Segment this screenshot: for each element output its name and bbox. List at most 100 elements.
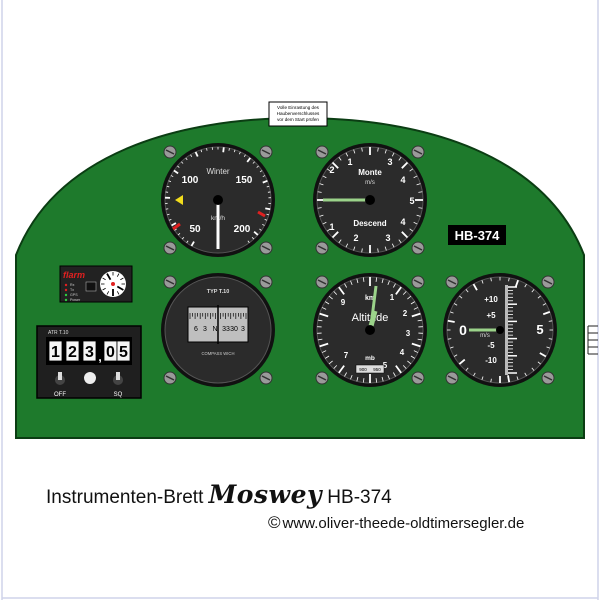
- tick-mark: [537, 295, 541, 299]
- vario-right-tick-minus10: -10: [485, 356, 497, 365]
- screw: [411, 145, 425, 159]
- tick-mark: [384, 149, 387, 154]
- tick-mark: [328, 360, 333, 365]
- tick-mark: [490, 378, 492, 383]
- airspeed-ticks: [165, 147, 271, 247]
- radio-digit: 5: [116, 340, 131, 362]
- tick-mark: [387, 280, 390, 286]
- svg-text:3: 3: [85, 344, 94, 361]
- tick-mark: [450, 311, 454, 314]
- tick-mark: [344, 283, 347, 288]
- tick-mark: [190, 154, 193, 158]
- tick-mark: [398, 239, 402, 244]
- tick-mark: [325, 355, 330, 359]
- tick-mark: [548, 338, 553, 340]
- tick-mark: [361, 248, 363, 253]
- screw: [259, 241, 273, 255]
- vario-top-label-descend: Descend: [353, 219, 386, 228]
- vario-right-tick-plus5: +5: [486, 311, 496, 320]
- tick-mark: [407, 295, 412, 300]
- airspeed-tick-150: 150: [236, 175, 253, 186]
- tick-mark: [166, 185, 170, 188]
- tick-mark: [116, 285, 124, 291]
- mounting-screws: [163, 145, 555, 385]
- radio-switch-sq: SQ: [114, 392, 123, 398]
- tick-mark: [228, 148, 230, 151]
- tick-mark: [409, 228, 414, 232]
- tick-mark: [328, 295, 333, 300]
- tick-mark: [398, 156, 402, 161]
- flarm-rose: [101, 272, 125, 296]
- tick-mark: [326, 168, 331, 172]
- registration-text: HB-374: [455, 228, 501, 243]
- airspeed-tick-50: 50: [189, 224, 201, 235]
- tick-mark: [333, 291, 338, 295]
- tick-mark: [259, 228, 262, 231]
- copyright-url[interactable]: www.oliver-theede-oldtimersegler.de: [282, 515, 525, 532]
- flarm-led-tx: Tx: [70, 288, 74, 292]
- flarm-unit: flarm Rx Tx GPS Power: [59, 265, 133, 303]
- tick-mark: [350, 280, 353, 286]
- tick-mark: [181, 236, 185, 240]
- vario-top-tick-3b: 3: [385, 233, 390, 243]
- tick-mark: [546, 346, 550, 349]
- altimeter-num-5: 5: [383, 361, 388, 370]
- tick-mark: [481, 280, 484, 284]
- tick-mark: [200, 149, 203, 153]
- tick-mark: [542, 311, 551, 316]
- tick-mark: [190, 241, 195, 247]
- hinge-marks: [587, 325, 598, 355]
- tick-mark: [473, 372, 476, 377]
- tick-mark: [256, 165, 259, 168]
- tick-mark: [102, 287, 106, 291]
- tick-mark: [106, 273, 112, 281]
- tick-mark: [531, 367, 535, 371]
- tick-mark: [514, 279, 519, 288]
- screw: [163, 241, 177, 255]
- tick-mark: [548, 320, 553, 322]
- tick-mark: [450, 346, 454, 349]
- screw: [259, 145, 273, 159]
- altimeter-num-4: 4: [400, 348, 405, 357]
- tick-mark: [531, 289, 535, 293]
- tick-mark: [102, 277, 106, 281]
- altimeter-num-7: 7: [344, 351, 349, 360]
- screw: [315, 371, 329, 385]
- tick-mark: [233, 149, 236, 153]
- tick-mark: [402, 365, 407, 369]
- copyright-symbol: ©: [268, 513, 281, 532]
- tick-mark: [377, 248, 379, 253]
- airspeed-red-low: [172, 222, 181, 231]
- tick-mark: [317, 319, 323, 322]
- compass-scale-N: N: [212, 326, 217, 333]
- vario-top-tick-2a: 2: [329, 165, 334, 175]
- vario-top-tick-1b: 1: [329, 222, 334, 232]
- screw: [163, 145, 177, 159]
- screw: [315, 275, 329, 289]
- tick-mark: [524, 372, 527, 377]
- vario-right-scale-ticks: [508, 286, 517, 374]
- tick-mark: [362, 277, 365, 282]
- tick-mark: [393, 372, 396, 377]
- vario-top: Monte m/s Descend 1 2 3 4 5 4 3 2 1: [313, 143, 427, 257]
- tick-mark: [331, 161, 339, 169]
- tick-mark: [168, 218, 172, 221]
- tick-mark: [481, 376, 484, 380]
- tick-mark: [418, 207, 423, 209]
- tick-mark: [321, 350, 327, 353]
- compass-scale-3: 3: [203, 326, 207, 333]
- tick-mark: [391, 243, 395, 248]
- vario-right-tick-minus5: -5: [487, 341, 495, 350]
- screw: [315, 241, 329, 255]
- tick-mark: [252, 161, 255, 164]
- flarm-led-gps: GPS: [70, 293, 78, 297]
- tick-mark: [507, 375, 511, 383]
- tick-mark: [393, 283, 396, 288]
- placard-line-2: Haubenverschlusses: [277, 111, 320, 116]
- radio-model: ATR T.10: [48, 330, 69, 336]
- screw: [541, 275, 555, 289]
- tick-mark: [417, 319, 423, 322]
- registration-plate: HB-374: [448, 225, 506, 245]
- tick-mark: [262, 175, 266, 178]
- tick-mark: [319, 214, 324, 217]
